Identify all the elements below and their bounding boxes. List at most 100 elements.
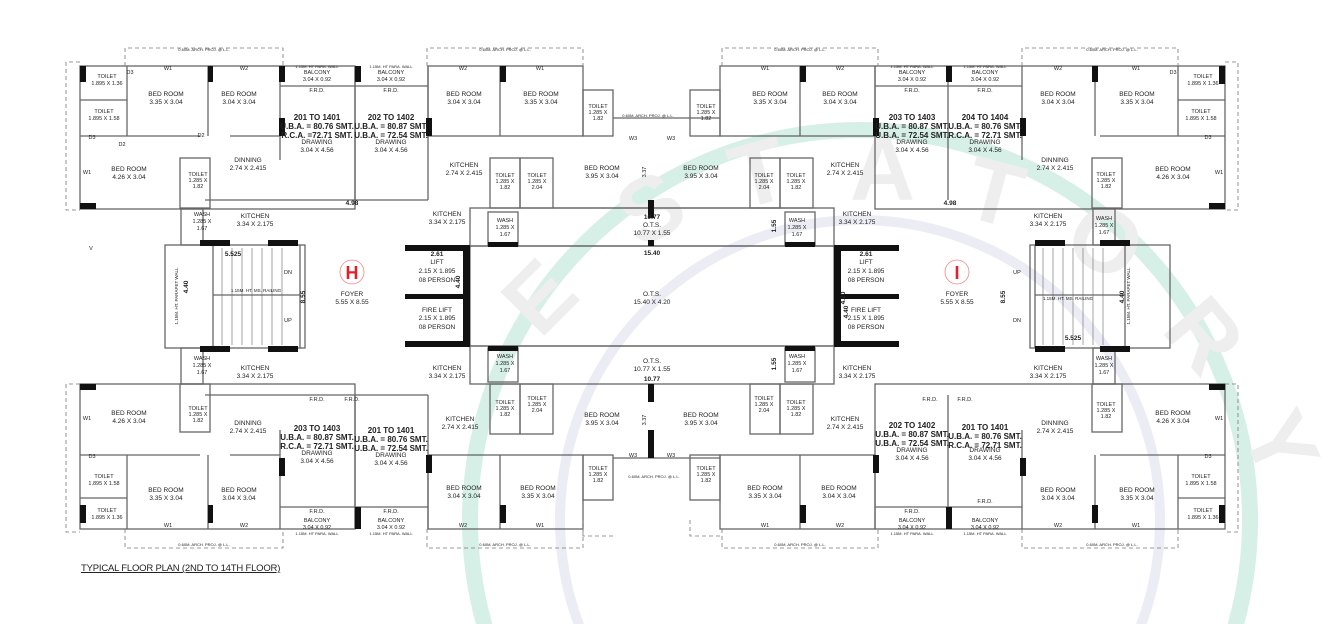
- svg-text:F.R.D.: F.R.D.: [383, 88, 399, 94]
- svg-text:BALCONY: BALCONY: [899, 70, 926, 76]
- svg-text:W2: W2: [836, 523, 844, 529]
- svg-text:FIRE LIFT: FIRE LIFT: [851, 307, 881, 314]
- svg-text:3.04 X 3.04: 3.04 X 3.04: [1041, 99, 1075, 106]
- svg-text:W3: W3: [629, 453, 637, 459]
- svg-text:3.04 X 4.56: 3.04 X 4.56: [300, 458, 334, 465]
- svg-text:4.26 X 3.04: 4.26 X 3.04: [112, 174, 146, 181]
- svg-text:3.34 X 2.175: 3.34 X 2.175: [237, 373, 274, 380]
- svg-text:3.04 X 3.04: 3.04 X 3.04: [222, 99, 256, 106]
- svg-text:1.285 X: 1.285 X: [755, 402, 774, 408]
- svg-text:DINNING: DINNING: [234, 420, 261, 427]
- svg-text:08 PERSON: 08 PERSON: [419, 277, 456, 284]
- svg-text:LIFT: LIFT: [859, 259, 872, 266]
- svg-text:0.60M. ARCH. PROJ. @ L.L.: 0.60M. ARCH. PROJ. @ L.L.: [178, 542, 229, 547]
- svg-text:DINNING: DINNING: [234, 157, 261, 164]
- svg-text:KITCHEN: KITCHEN: [843, 365, 872, 372]
- svg-text:BED ROOM: BED ROOM: [221, 487, 256, 494]
- svg-text:1.895 X 1.36: 1.895 X 1.36: [91, 81, 122, 87]
- svg-text:3.95 X 3.04: 3.95 X 3.04: [684, 420, 718, 427]
- svg-text:3.04 X 4.56: 3.04 X 4.56: [968, 455, 1002, 462]
- svg-text:1.285 X: 1.285 X: [787, 406, 806, 412]
- wing-h-marker: H FOYER 5.55 X 8.55: [335, 259, 369, 306]
- svg-text:10.77: 10.77: [644, 214, 661, 221]
- svg-text:3.35 X 3.04: 3.35 X 3.04: [748, 493, 782, 500]
- svg-text:201 TO 1401: 201 TO 1401: [368, 426, 415, 435]
- svg-text:KITCHEN: KITCHEN: [450, 162, 479, 169]
- svg-text:KITCHEN: KITCHEN: [831, 416, 860, 423]
- svg-text:3.04 X 3.04: 3.04 X 3.04: [222, 495, 256, 502]
- svg-text:F.R.D.: F.R.D.: [904, 509, 920, 515]
- svg-text:203 TO 1403: 203 TO 1403: [889, 113, 936, 122]
- svg-text:4.98: 4.98: [944, 200, 957, 207]
- svg-text:3.34 X 2.175: 3.34 X 2.175: [429, 373, 466, 380]
- svg-text:3.34 X 2.175: 3.34 X 2.175: [429, 219, 466, 226]
- svg-text:1.285 X: 1.285 X: [1097, 408, 1116, 414]
- svg-text:BED ROOM: BED ROOM: [221, 91, 256, 98]
- svg-text:DN: DN: [284, 270, 292, 276]
- svg-text:2.74 X 2.415: 2.74 X 2.415: [230, 165, 267, 172]
- svg-text:TOILET: TOILET: [97, 74, 117, 80]
- svg-text:3.35 X 3.04: 3.35 X 3.04: [1120, 495, 1154, 502]
- svg-text:D3: D3: [1169, 70, 1176, 76]
- svg-text:2.04: 2.04: [532, 185, 543, 191]
- svg-text:KITCHEN: KITCHEN: [433, 365, 462, 372]
- svg-text:1.67: 1.67: [792, 232, 803, 238]
- svg-text:3.04 X 3.04: 3.04 X 3.04: [1041, 495, 1075, 502]
- svg-text:1.285 X: 1.285 X: [193, 219, 212, 225]
- svg-text:3.34 X 2.175: 3.34 X 2.175: [1030, 373, 1067, 380]
- svg-text:BALCONY: BALCONY: [304, 70, 331, 76]
- svg-text:10.77 X 1.55: 10.77 X 1.55: [634, 230, 671, 237]
- svg-text:1.15M. HT PARA. WALL: 1.15M. HT PARA. WALL: [295, 531, 339, 536]
- svg-text:W1: W1: [164, 66, 172, 72]
- svg-text:1.67: 1.67: [197, 226, 208, 232]
- svg-text:BED ROOM: BED ROOM: [523, 91, 558, 98]
- svg-text:BED ROOM: BED ROOM: [111, 410, 146, 417]
- svg-text:BED ROOM: BED ROOM: [148, 487, 183, 494]
- svg-text:BALCONY: BALCONY: [972, 518, 999, 524]
- svg-text:WASH: WASH: [497, 354, 513, 360]
- svg-text:TOILET: TOILET: [97, 508, 117, 514]
- svg-text:BED ROOM: BED ROOM: [446, 91, 481, 98]
- svg-text:W1: W1: [1132, 523, 1140, 529]
- svg-text:TOILET: TOILET: [495, 400, 515, 406]
- svg-text:W1: W1: [1215, 170, 1223, 176]
- svg-text:W2: W2: [459, 66, 467, 72]
- svg-text:DRAWING: DRAWING: [969, 139, 1000, 146]
- svg-text:DN: DN: [1013, 318, 1021, 324]
- svg-text:U.B.A. = 72.54 SMT.: U.B.A. = 72.54 SMT.: [875, 131, 949, 140]
- svg-text:KITCHEN: KITCHEN: [433, 211, 462, 218]
- svg-text:5.525: 5.525: [1065, 335, 1082, 342]
- svg-text:BALCONY: BALCONY: [378, 518, 405, 524]
- svg-text:3.37: 3.37: [642, 167, 648, 178]
- svg-text:1.285 X: 1.285 X: [193, 363, 212, 369]
- svg-text:3.04 X 4.56: 3.04 X 4.56: [374, 460, 408, 467]
- svg-text:1.285 X: 1.285 X: [528, 179, 547, 185]
- svg-text:201 TO 1401: 201 TO 1401: [294, 113, 341, 122]
- svg-text:KITCHEN: KITCHEN: [241, 365, 270, 372]
- svg-text:TOILET: TOILET: [527, 396, 547, 402]
- svg-text:TOILET: TOILET: [588, 466, 608, 472]
- svg-text:U.B.A. = 80.76 SMT.: U.B.A. = 80.76 SMT.: [354, 435, 428, 444]
- svg-text:KITCHEN: KITCHEN: [241, 213, 270, 220]
- svg-text:DRAWING: DRAWING: [375, 139, 406, 146]
- svg-text:4.40: 4.40: [843, 305, 850, 318]
- svg-text:1.82: 1.82: [701, 478, 712, 484]
- svg-text:DRAWING: DRAWING: [969, 447, 1000, 454]
- svg-text:3.04 X 3.04: 3.04 X 3.04: [822, 493, 856, 500]
- svg-text:2.74 X 2.415: 2.74 X 2.415: [827, 424, 864, 431]
- svg-text:202 TO 1402: 202 TO 1402: [889, 421, 936, 430]
- svg-text:BED ROOM: BED ROOM: [1155, 410, 1190, 417]
- svg-text:3.34 X 2.175: 3.34 X 2.175: [839, 373, 876, 380]
- svg-text:KITCHEN: KITCHEN: [1034, 213, 1063, 220]
- svg-text:3.34 X 2.175: 3.34 X 2.175: [237, 221, 274, 228]
- svg-text:DRAWING: DRAWING: [375, 452, 406, 459]
- svg-text:2.74 X 2.415: 2.74 X 2.415: [827, 170, 864, 177]
- svg-text:1.67: 1.67: [500, 368, 511, 374]
- svg-text:F.R.D.: F.R.D.: [309, 88, 325, 94]
- svg-text:W3: W3: [629, 136, 637, 142]
- svg-text:2.74 X 2.415: 2.74 X 2.415: [442, 424, 479, 431]
- svg-text:I: I: [954, 263, 959, 283]
